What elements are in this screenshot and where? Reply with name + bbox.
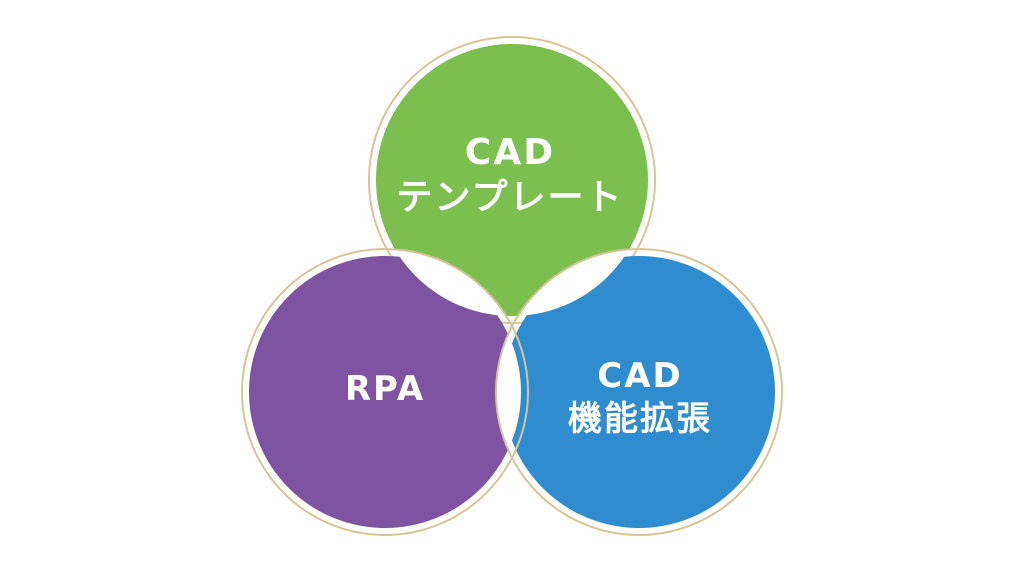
label-rpa-line1: RPA <box>344 369 426 409</box>
label-cad-template-line1: CAD <box>464 132 556 173</box>
circle-cad-template <box>376 44 648 316</box>
circle-rpa <box>249 256 521 528</box>
label-cad-extension: CAD 機能拡張 <box>505 355 775 440</box>
label-cad-extension-line1: CAD <box>597 356 683 396</box>
circle-cad-extension <box>503 256 775 528</box>
label-rpa: RPA <box>250 368 520 411</box>
ring-top <box>368 36 656 324</box>
label-cad-template: CAD テンプレート <box>370 130 650 220</box>
label-cad-template-line2: テンプレート <box>396 177 624 218</box>
label-cad-extension-line2: 機能拡張 <box>568 398 712 439</box>
